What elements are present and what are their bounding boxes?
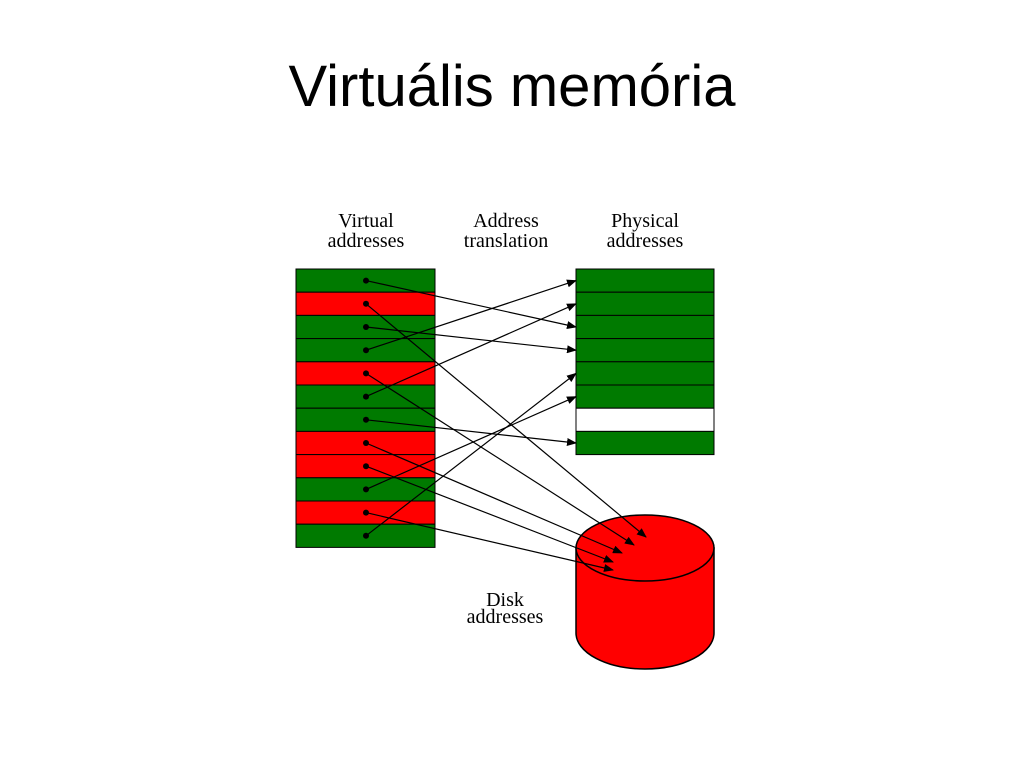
physical-frame-4 <box>575 361 715 386</box>
virtual-page-dot-0 <box>363 277 369 284</box>
physical-frame-1 <box>575 291 715 316</box>
virtual-label-line2: addresses <box>328 230 405 252</box>
virtual-page-dot-5 <box>363 393 369 400</box>
translation-arrow-3 <box>365 279 577 351</box>
translation-arrow-7 <box>365 442 623 554</box>
physical-frame-6 <box>575 407 715 432</box>
disk-label-line2: addresses <box>467 606 544 628</box>
physical-label-line2: addresses <box>607 230 684 252</box>
translation-arrow-6 <box>365 419 577 446</box>
translation-arrow-5 <box>365 303 577 398</box>
virtual-page-dot-10 <box>363 509 369 516</box>
virtual-page-dot-8 <box>363 463 369 470</box>
physical-frame-3 <box>575 338 715 363</box>
disk-body <box>575 547 715 670</box>
virtual-page-dot-3 <box>363 347 369 354</box>
translation-label-line2: translation <box>464 230 548 252</box>
translation-arrows <box>363 277 647 572</box>
translation-arrow-8 <box>365 465 614 563</box>
virtual-page-dot-7 <box>363 440 369 446</box>
translation-arrow-2 <box>365 326 577 354</box>
virtual-label-line1: Virtual <box>338 210 394 232</box>
physical-address-column <box>575 268 715 456</box>
slide-title: Virtuális memória <box>288 54 736 119</box>
physical-frame-5 <box>575 384 715 409</box>
virtual-page-dot-9 <box>363 486 369 493</box>
disk-label-line1: Disk <box>486 589 524 611</box>
virtual-page-dot-4 <box>363 370 369 377</box>
virtual-page-dot-6 <box>363 416 369 423</box>
translation-label-line1: Address <box>473 210 539 232</box>
translation-arrow-9 <box>365 396 577 490</box>
translation-arrow-11 <box>365 372 577 537</box>
translation-arrow-10 <box>365 512 614 572</box>
physical-frame-0 <box>575 268 715 293</box>
translation-arrow-1 <box>365 303 647 538</box>
physical-frame-7 <box>575 430 715 456</box>
translation-arrow-4 <box>365 372 635 546</box>
physical-frame-2 <box>575 314 715 340</box>
virtual-page-dot-11 <box>363 532 369 539</box>
physical-label-line1: Physical <box>611 210 679 232</box>
virtual-page-dot-2 <box>363 324 369 330</box>
virtual-page-dot-1 <box>363 300 369 307</box>
virtual-address-column <box>295 268 436 548</box>
disk-top <box>575 514 715 582</box>
disk-cylinder <box>575 514 715 670</box>
